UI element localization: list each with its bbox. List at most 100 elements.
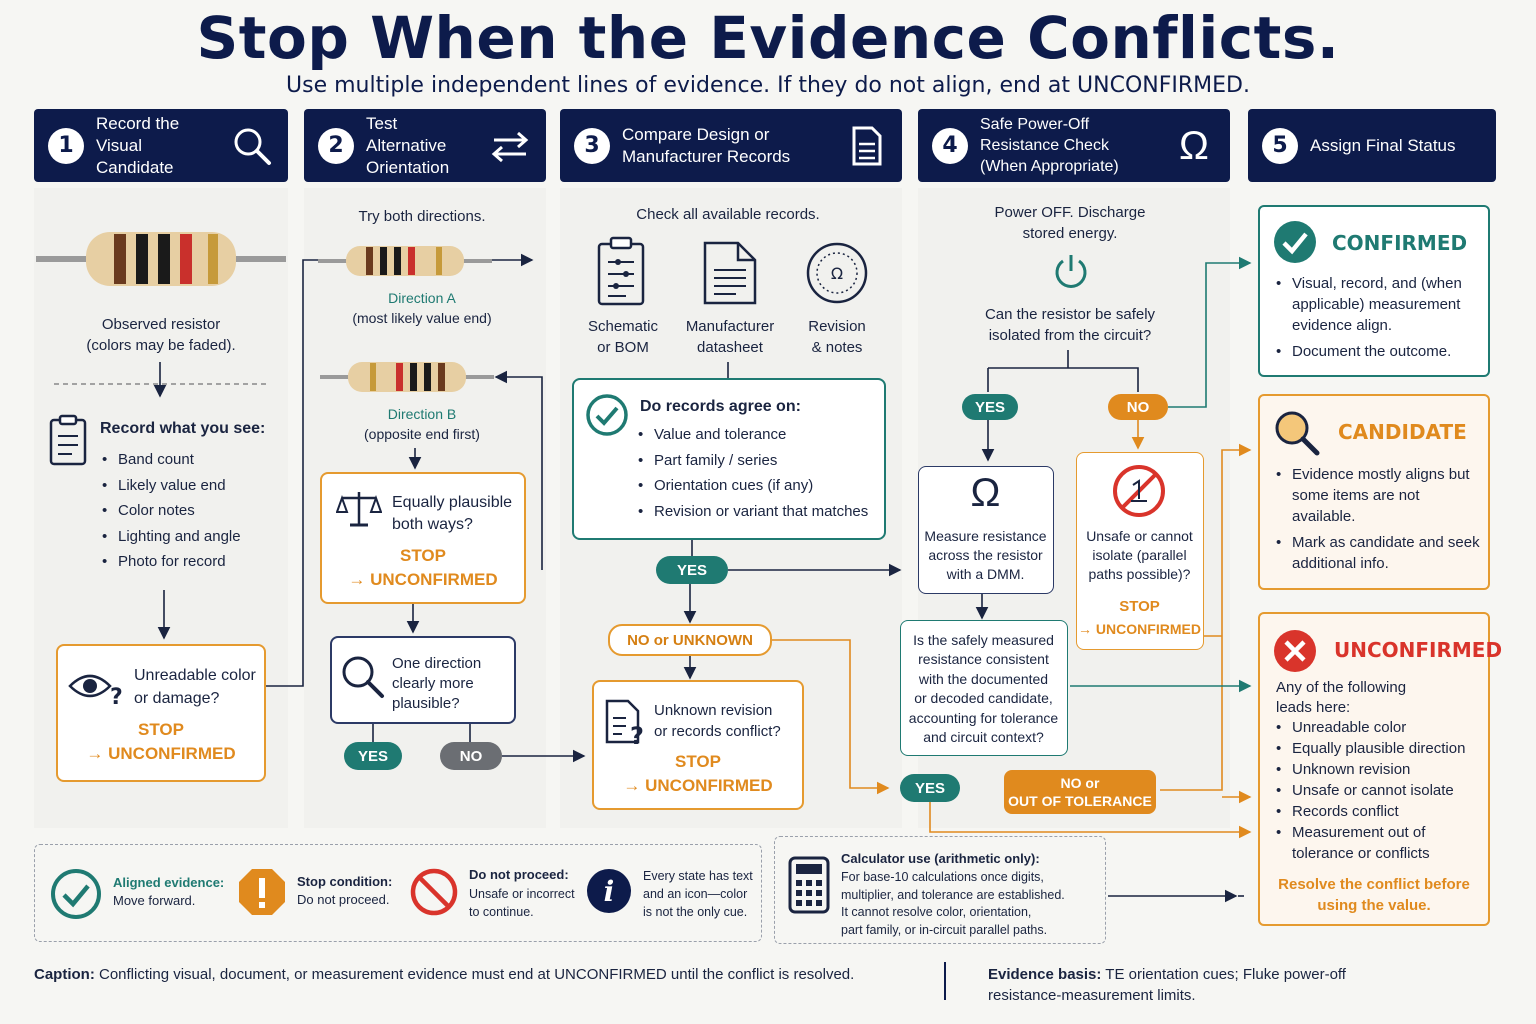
list-item: Evidence mostly aligns but some items ar…: [1276, 464, 1484, 527]
status-candidate: CANDIDATE Evidence mostly aligns but som…: [1258, 394, 1490, 590]
svg-text:i: i: [604, 875, 615, 908]
step-number: 5: [1262, 127, 1298, 164]
list-item: Measurement out of tolerance or conflict…: [1276, 822, 1486, 864]
info-icon: i: [587, 869, 631, 913]
status-title: CANDIDATE: [1338, 420, 1467, 444]
magnifier-icon: [234, 128, 271, 165]
svg-text:?: ?: [630, 722, 644, 746]
unreadable-decision-box: ? Unreadable color or damage? STOP → UNC…: [56, 644, 266, 782]
record-label: Schematic or BOM: [587, 318, 659, 356]
stop-result: → UNCONFIRMED: [1078, 621, 1201, 637]
caption: Caption: Conflicting visual, document, o…: [34, 966, 854, 983]
stop-result: → UNCONFIRMED: [348, 570, 498, 589]
list-item: Document the outcome.: [1276, 341, 1484, 362]
calculator-title: Calculator use (arithmetic only):: [841, 851, 1040, 866]
calculator-icon: [788, 856, 830, 914]
check-circle-icon: [1274, 221, 1316, 263]
basis-text: TE orientation cues; Fluke power-off res…: [988, 966, 1346, 1004]
no-pill: NO: [440, 742, 502, 770]
list-item: Unsafe or cannot isolate: [1276, 780, 1486, 801]
list-item: Band count: [102, 447, 241, 473]
stop-label: STOP: [675, 752, 721, 771]
direction-a-note: (most likely value end): [352, 310, 492, 326]
unconfirmed-intro: Any of the following leads here:: [1276, 679, 1407, 716]
list-item: Color notes: [102, 498, 241, 524]
error-x-icon: [1274, 630, 1316, 672]
revision-stamp-icon: Ω: [806, 242, 868, 304]
yes-pill: YES: [962, 394, 1018, 420]
step-1-header: 1 Record the Visual Candidate: [34, 109, 288, 182]
list-item: Unknown revision: [1276, 759, 1486, 780]
consistency-question: Is the safely measured resistance consis…: [908, 632, 1059, 746]
step-label: Test Alternative Orientation: [366, 113, 450, 177]
consistency-box: Is the safely measured resistance consis…: [900, 620, 1068, 756]
prohibited-icon: [1113, 465, 1165, 517]
conflict-question: Unknown revision or records conflict?: [654, 702, 781, 740]
yes-pill: YES: [900, 774, 960, 802]
out-of-tolerance-pill: NO or OUT OF TOLERANCE: [1004, 770, 1156, 814]
unreadable-question: Unreadable color or damage?: [134, 667, 256, 707]
list-item: Records conflict: [1276, 801, 1486, 822]
ohm-icon: Ω: [970, 471, 1001, 515]
agree-list: Value and tolerance Part family / series…: [638, 422, 868, 524]
resistor-direction-a: [318, 246, 492, 276]
list-item: Lighting and angle: [102, 524, 241, 550]
records-conflict-box: ? Unknown revision or records conflict? …: [592, 680, 804, 810]
step-label: Assign Final Status: [1310, 135, 1456, 155]
ohm-icon: Ω: [1179, 123, 1209, 168]
list-item: Unreadable color: [1276, 717, 1486, 738]
list-item: Visual, record, and (when applicable) me…: [1276, 273, 1484, 336]
unconfirmed-footer: Resolve the conflict before using the va…: [1278, 876, 1470, 914]
unconfirmed-list: Unreadable color Equally plausible direc…: [1276, 717, 1486, 864]
step-label: Compare Design or Manufacturer Records: [622, 124, 791, 166]
step-number: 4: [932, 127, 968, 164]
document-question-icon: ?: [605, 699, 644, 746]
calculator-note: Calculator use (arithmetic only): For ba…: [774, 836, 1106, 944]
list-item: Part family / series: [638, 448, 868, 474]
document-icon: [852, 126, 882, 165]
direction-a-label: Direction A: [388, 290, 456, 306]
prohibited-icon: [410, 868, 458, 916]
one-direction-question: One direction clearly more plausible?: [392, 655, 482, 712]
stop-label: STOP: [138, 720, 184, 739]
legend-title: Aligned evidence:: [113, 875, 225, 890]
balance-scale-icon: [336, 492, 382, 527]
measure-box: Ω Measure resistance across the resistor…: [918, 466, 1054, 594]
resistor-direction-b: [320, 362, 494, 392]
legend-text: Move forward.: [113, 893, 196, 908]
list-item: Mark as candidate and seek additional in…: [1276, 532, 1484, 574]
swap-arrows-icon: [491, 131, 529, 162]
yes-pill: YES: [344, 742, 402, 770]
direction-b-note: (opposite end first): [364, 426, 480, 442]
step-4-header: 4 Safe Power-Off Resistance Check (When …: [918, 109, 1230, 182]
unsafe-box: Unsafe or cannot isolate (parallel paths…: [1076, 452, 1204, 650]
step-3-header: 3 Compare Design or Manufacturer Records: [560, 109, 902, 182]
stop-result: → UNCONFIRMED: [86, 744, 236, 763]
resistor-caption: Observed resistor (colors may be faded).: [86, 316, 236, 354]
svg-text:Ω: Ω: [831, 264, 843, 283]
legend-text: Unsafe or incorrect to continue.: [469, 887, 575, 919]
magnifier-icon: [1275, 411, 1320, 456]
stop-octagon-icon: [239, 869, 285, 915]
caption-divider: [944, 962, 946, 1000]
stop-label: STOP: [1119, 598, 1160, 615]
magnifier-icon: [342, 656, 384, 698]
list-item: Value and tolerance: [638, 422, 868, 448]
legend-title: Do not proceed:: [469, 867, 569, 882]
eye-question-icon: ?: [68, 674, 123, 710]
one-direction-box: One direction clearly more plausible?: [330, 636, 516, 724]
record-title: Record what you see:: [100, 420, 266, 437]
step-label: Safe Power-Off Resistance Check (When Ap…: [980, 116, 1119, 175]
caption-text: Conflicting visual, document, or measure…: [99, 966, 855, 983]
legend: Aligned evidence: Move forward. Stop con…: [34, 844, 762, 942]
record-list: Band count Likely value end Color notes …: [102, 447, 241, 575]
step-label: Record the Visual Candidate: [96, 113, 180, 177]
records-agree-box: Do records agree on: Value and tolerance…: [572, 378, 886, 540]
list-item: Photo for record: [102, 549, 241, 575]
candidate-list: Evidence mostly aligns but some items ar…: [1276, 464, 1484, 574]
list-item: Likely value end: [102, 473, 241, 499]
step-number: 1: [48, 127, 84, 164]
clipboard-icon: [49, 414, 87, 466]
power-icon: [1055, 255, 1087, 288]
status-confirmed: CONFIRMED Visual, record, and (when appl…: [1258, 205, 1490, 377]
